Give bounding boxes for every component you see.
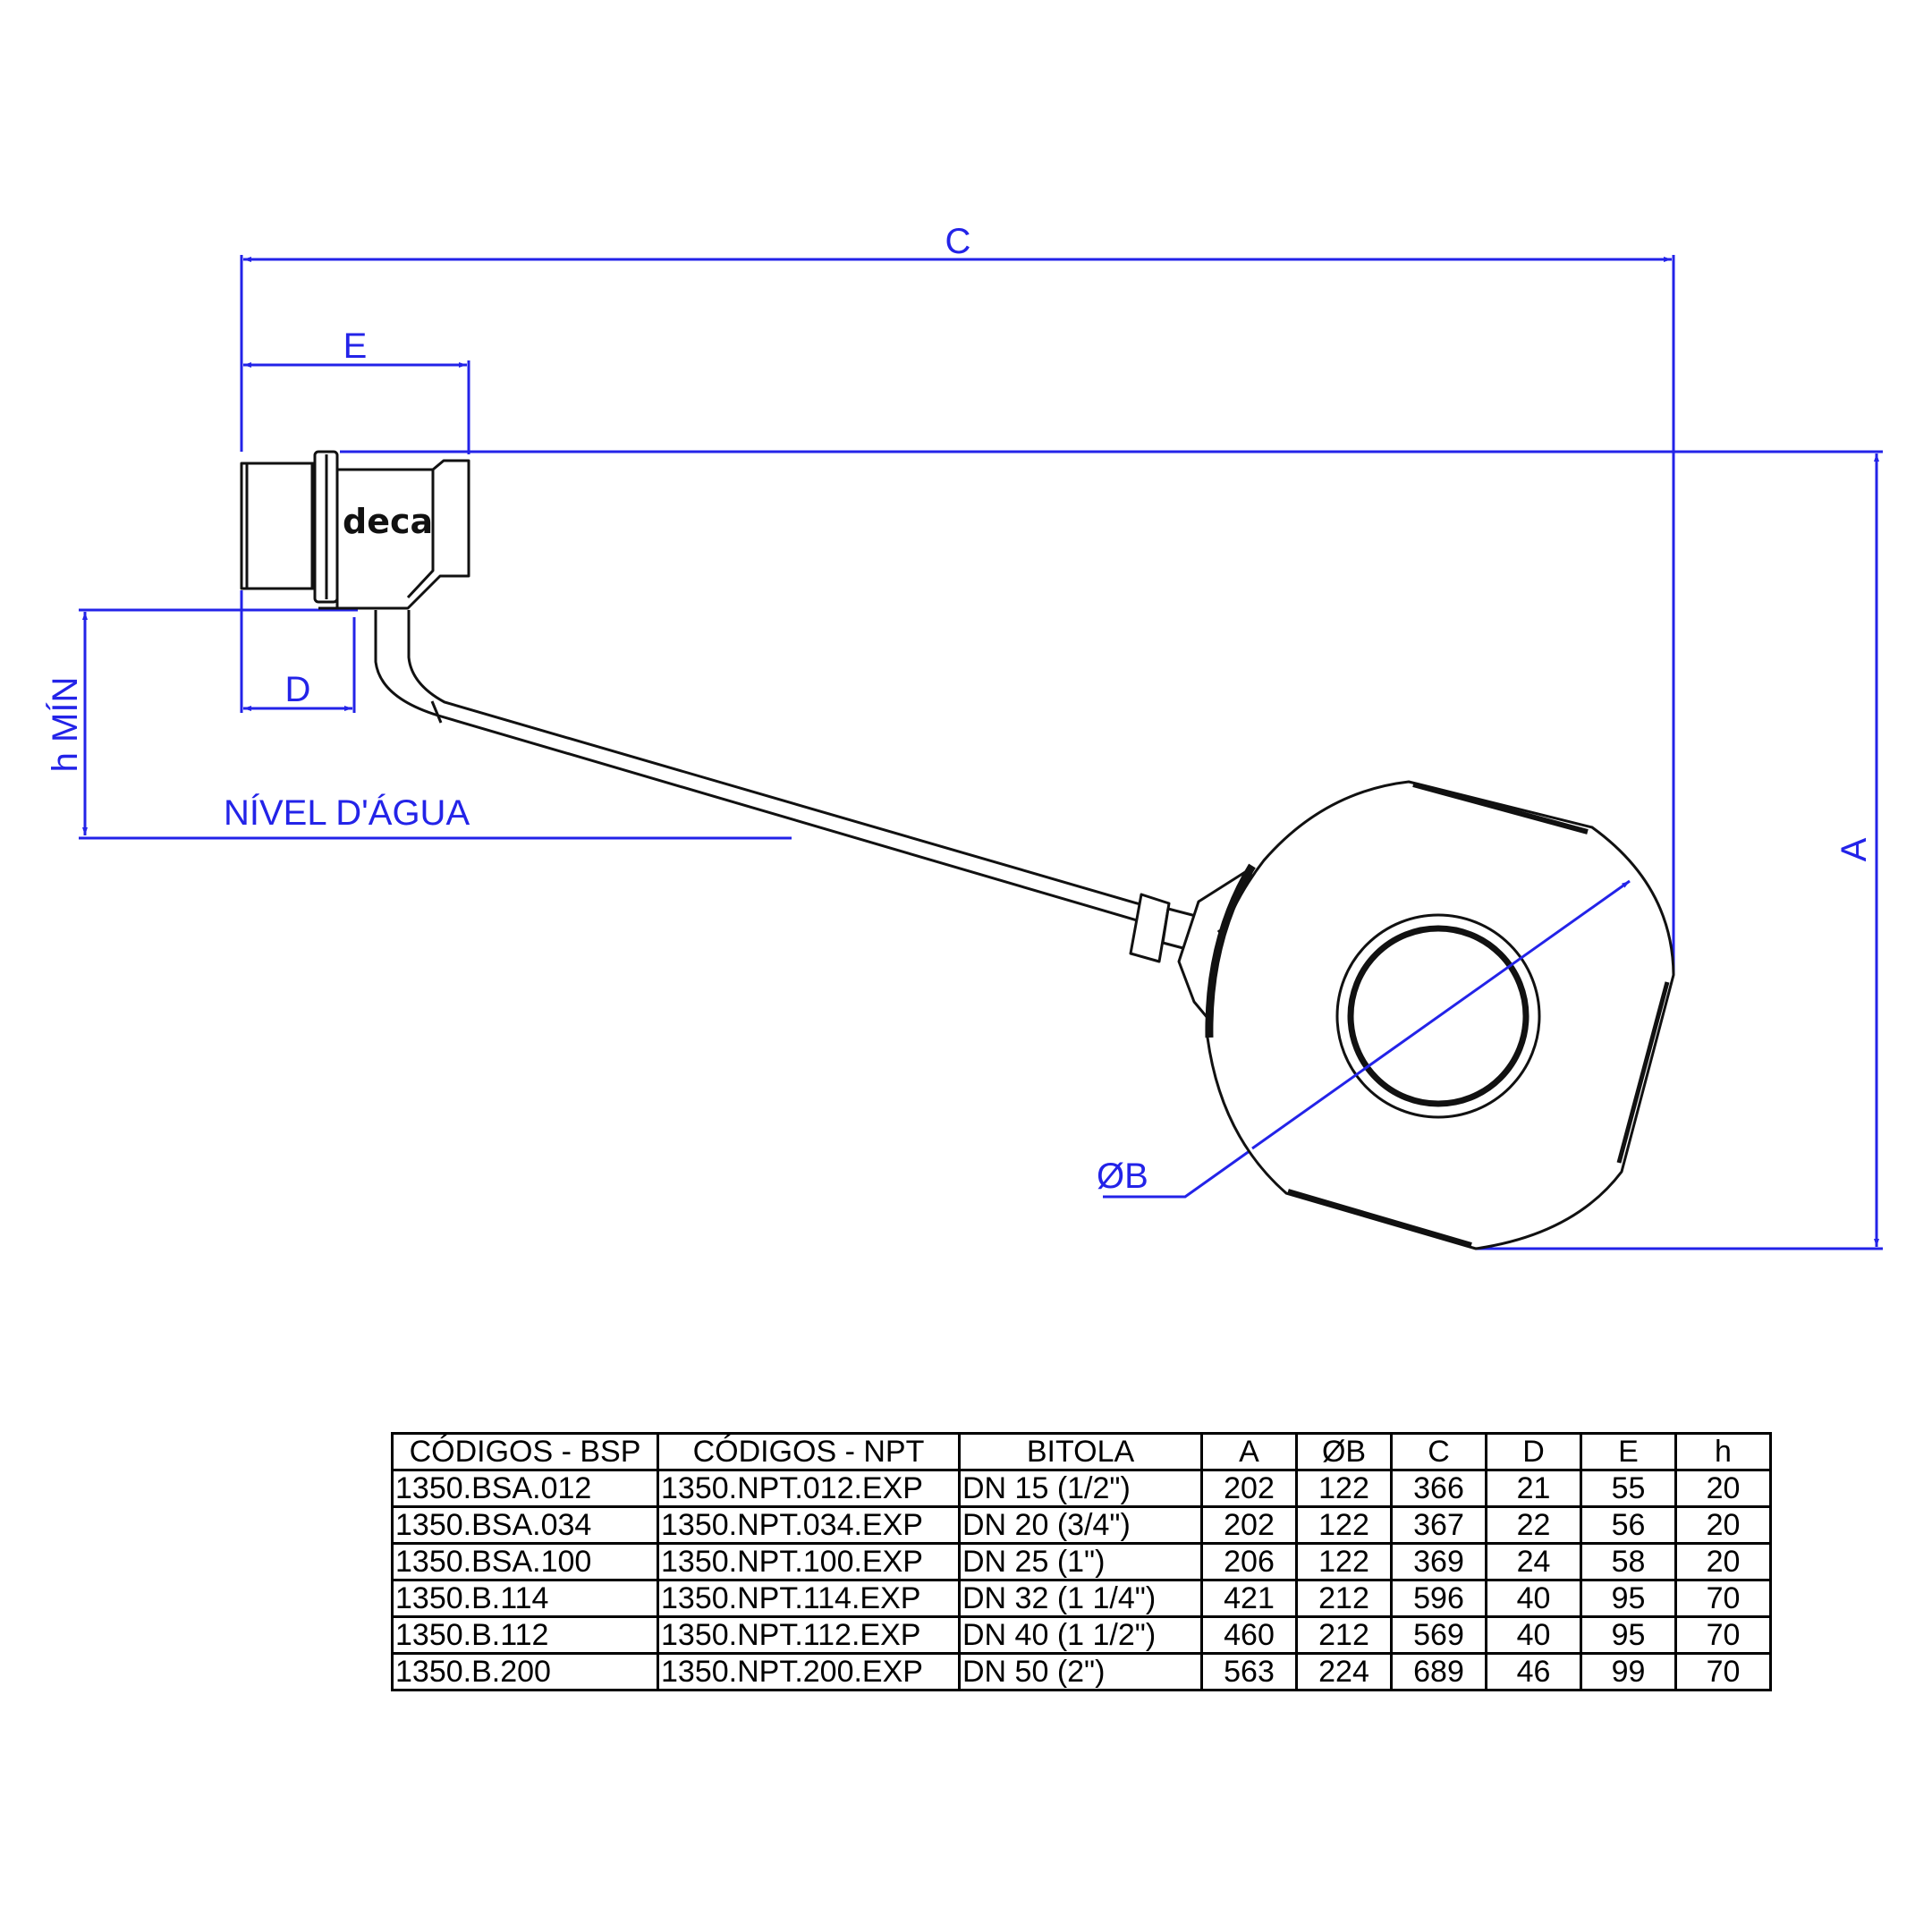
table-cell: 1350.NPT.012.EXP [657,1469,961,1508]
label-e: E [343,326,368,366]
table-cell: 1350.B.200 [391,1652,659,1691]
table-cell: 122 [1295,1505,1393,1545]
table-cell: 369 [1390,1542,1487,1581]
table-cell: 58 [1580,1542,1677,1581]
label-a: A [1835,837,1874,861]
label-water-level: NÍVEL D'ÁGUA [224,792,470,833]
arm-outline-top [374,610,1150,926]
header-cell: E [1580,1432,1677,1471]
table-cell: 1350.BSA.100 [391,1542,659,1581]
header-cell: D [1485,1432,1582,1471]
table-cell: 122 [1295,1469,1393,1508]
float-arm [374,610,1157,926]
table-cell: 22 [1485,1505,1582,1545]
dimensions-table: CÓDIGOS - BSP CÓDIGOS - NPT BITOLA A ØB … [391,1432,1772,1691]
table-cell: 56 [1580,1505,1677,1545]
table-cell: 70 [1674,1615,1772,1655]
header-cell: h [1674,1432,1772,1471]
label-diameter-b: ØB [1097,1157,1148,1196]
table-cell: DN 25 (1") [958,1542,1203,1581]
table-cell: 1350.B.112 [391,1615,659,1655]
table-cell: 1350.NPT.100.EXP [657,1542,961,1581]
table-cell: 202 [1200,1469,1298,1508]
table-cell: 460 [1200,1615,1298,1655]
label-h-min: h MÍN [45,677,85,773]
brand-logo: deca [343,502,433,541]
header-cell: BITOLA [958,1432,1203,1471]
header-cell: ØB [1295,1432,1393,1471]
arm-sleeve [430,700,443,724]
table-cell: 1350.NPT.034.EXP [657,1505,961,1545]
header-cell: CÓDIGOS - NPT [657,1432,961,1471]
table-cell: 206 [1200,1542,1298,1581]
table-cell: 1350.NPT.200.EXP [657,1652,961,1691]
table-cell: 202 [1200,1505,1298,1545]
table-cell: 24 [1485,1542,1582,1581]
table-cell: 1350.NPT.114.EXP [657,1579,961,1618]
table-cell: 46 [1485,1652,1582,1691]
table-cell: 212 [1295,1579,1393,1618]
float-ball-top-band [1412,782,1589,835]
float-ball-bottom-band [1287,1189,1472,1248]
table-cell: 689 [1390,1652,1487,1691]
connector-nut [1129,893,1171,963]
table-cell: DN 32 (1 1/4") [958,1579,1203,1618]
label-d: D [285,670,311,709]
table-cell: 55 [1580,1469,1677,1508]
valve-body: deca [240,450,470,610]
dimension-labels: C E D A h MÍN NÍVEL D'ÁGUA ØB [45,222,1874,1196]
table-cell: 70 [1674,1579,1772,1618]
table-cell: 366 [1390,1469,1487,1508]
table-cell: DN 50 (2") [958,1652,1203,1691]
table-cell: 21 [1485,1469,1582,1508]
arm-outline-bottom [407,610,1157,911]
table-cell: 224 [1295,1652,1393,1691]
table-cell: DN 15 (1/2") [958,1469,1203,1508]
table-cell: 596 [1390,1579,1487,1618]
header-cell: C [1390,1432,1487,1471]
table-cell: 1350.NPT.112.EXP [657,1615,961,1655]
table-cell: 70 [1674,1652,1772,1691]
valve-thread [240,462,319,590]
table-cell: 212 [1295,1615,1393,1655]
table-cell: 95 [1580,1579,1677,1618]
table-cell: 40 [1485,1615,1582,1655]
label-c: C [945,222,971,261]
float-ball-right-band [1616,981,1670,1164]
table-cell: 569 [1390,1615,1487,1655]
header-cell: CÓDIGOS - BSP [391,1432,659,1471]
table-cell: 421 [1200,1579,1298,1618]
table-cell: 563 [1200,1652,1298,1691]
table-cell: 1350.B.114 [391,1579,659,1618]
header-cell: A [1200,1432,1298,1471]
table-cell: 20 [1674,1542,1772,1581]
body-contour [406,470,435,599]
table-cell: 1350.BSA.034 [391,1505,659,1545]
table-cell: 122 [1295,1542,1393,1581]
table-cell: 40 [1485,1579,1582,1618]
table-cell: DN 20 (3/4") [958,1505,1203,1545]
table-cell: 20 [1674,1505,1772,1545]
table-cell: 367 [1390,1505,1487,1545]
float-ball-left-band [1205,863,1256,1038]
table-cell: 20 [1674,1469,1772,1508]
table-cell: 1350.BSA.012 [391,1469,659,1508]
table-cell: 99 [1580,1652,1677,1691]
table-header-row: CÓDIGOS - BSP CÓDIGOS - NPT BITOLA A ØB … [391,1432,1772,1471]
diameter-b-leader-overlay [1251,879,1631,1150]
table-cell: 95 [1580,1615,1677,1655]
table-cell: DN 40 (1 1/2") [958,1615,1203,1655]
